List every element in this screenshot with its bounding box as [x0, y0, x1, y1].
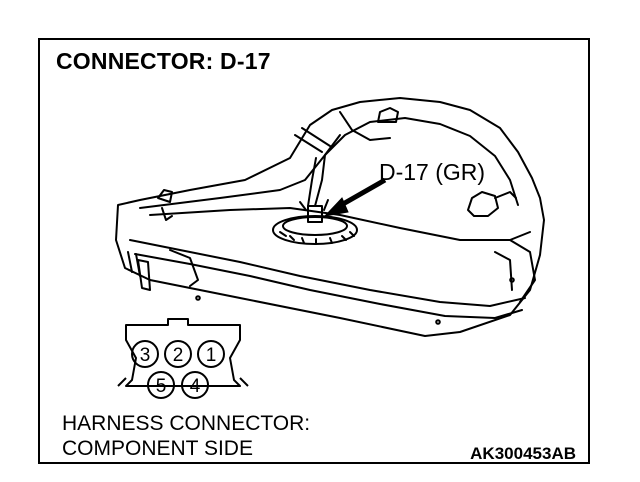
caption-line-2: COMPONENT SIDE [62, 437, 253, 460]
pump-connector [307, 205, 323, 223]
connector-tag-label: D-17 (GR) [379, 159, 486, 185]
pin-label-1: 1 [206, 345, 217, 366]
tank-outline [115, 97, 545, 337]
figure-code: AK300453AB [470, 444, 576, 463]
pin-label-4: 4 [190, 376, 201, 397]
diagram-frame: CONNECTOR: D-17 [38, 38, 590, 464]
pointer-arrow [323, 177, 387, 217]
harness-connector-face [117, 318, 249, 399]
caption-line-1: HARNESS CONNECTOR: [62, 412, 311, 435]
pin-3 [131, 340, 159, 368]
pin-label-2: 2 [173, 345, 184, 366]
pin-4 [181, 371, 209, 399]
pin-label-5: 5 [156, 376, 167, 397]
pin-5 [147, 371, 175, 399]
pin-1 [197, 340, 225, 368]
fuel-tank-illustration: 3 2 1 5 4 [115, 97, 545, 399]
pin-2 [164, 340, 192, 368]
diagram-title: CONNECTOR: D-17 [56, 48, 271, 74]
pin-label-3: 3 [140, 345, 151, 366]
